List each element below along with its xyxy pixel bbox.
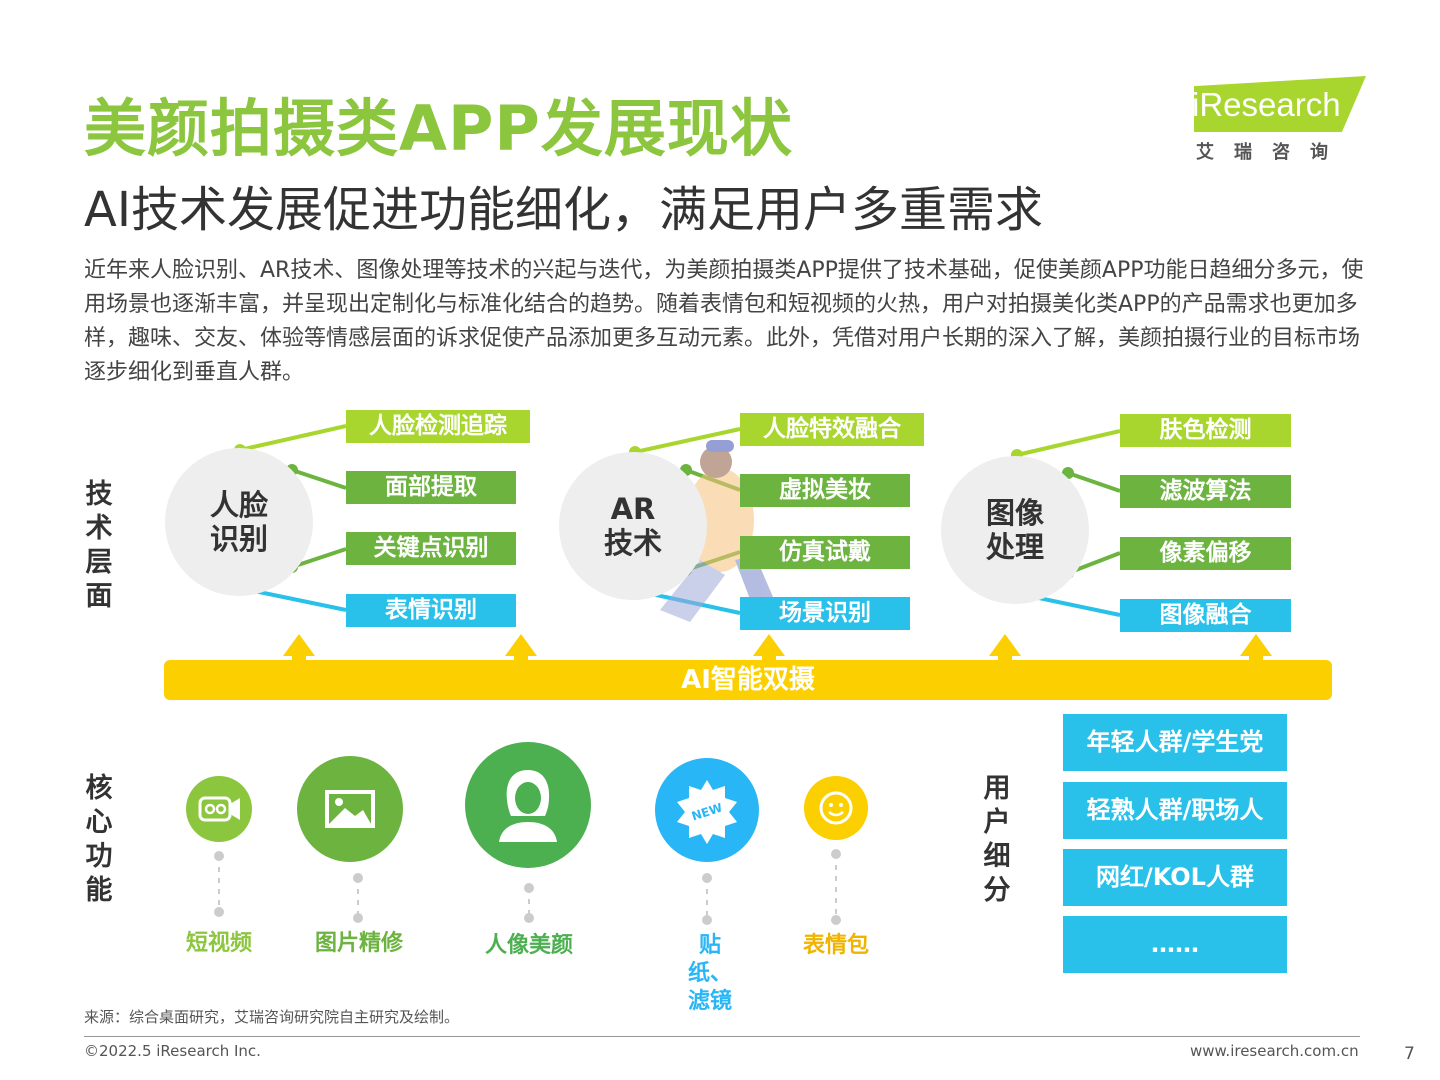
source-note: 来源：综合桌面研究，艾瑞咨询研究院自主研究及绘制。	[84, 1008, 460, 1026]
feature-label-short-video: 短视频	[185, 931, 252, 956]
portrait-icon	[465, 742, 591, 868]
tag-face-extraction: 面部提取	[346, 471, 516, 504]
tag-image-fusion: 图像融合	[1120, 599, 1291, 632]
user-segment-young: 年轻人群/学生党	[1063, 714, 1287, 771]
iresearch-logo: iResearch 艾瑞咨询	[1188, 76, 1368, 166]
page-title: 美颜拍摄类APP发展现状	[84, 92, 793, 165]
user-segment-professionals: 轻熟人群/职场人	[1063, 782, 1287, 839]
feature-label-emoji: 表情包	[802, 933, 869, 958]
feature-label-photo-retouch: 图片精修	[314, 931, 403, 956]
hub-image-processing-label: 图像处理	[985, 496, 1044, 564]
image-icon	[297, 756, 403, 862]
website-link[interactable]: www.iresearch.com.cn	[1190, 1042, 1359, 1060]
user-segment-more: ……	[1063, 916, 1287, 973]
tag-keypoint-recognition: 关键点识别	[346, 532, 516, 565]
logo-cn-text: 艾瑞咨询	[1196, 142, 1348, 163]
logo-background	[1194, 76, 1366, 132]
tag-skin-tone-detection: 肤色检测	[1120, 414, 1291, 447]
tag-scene-recognition: 场景识别	[740, 597, 910, 630]
copyright-text: ©2022.5 iResearch Inc.	[84, 1042, 261, 1060]
tag-face-detection-tracking: 人脸检测追踪	[346, 410, 530, 443]
footer-divider	[84, 1036, 1360, 1037]
emoji-icon	[804, 776, 868, 840]
hub-ar-tech-label: AR技术	[603, 492, 662, 560]
logo-text: iResearch	[1192, 86, 1341, 123]
page-number: 7	[1404, 1044, 1415, 1064]
feature-dotted-stems	[214, 849, 841, 925]
hub-image-processing: 图像处理	[941, 456, 1089, 604]
hub-ar-tech: AR技术	[559, 452, 707, 600]
hub-face-recognition-label: 人脸识别	[209, 488, 268, 556]
intro-paragraph: 近年来人脸识别、AR技术、图像处理等技术的兴起与迭代，为美颜拍摄类APP提供了技…	[84, 258, 1364, 385]
ai-dual-camera-bar: AI智能双摄	[164, 660, 1332, 700]
page-subtitle: AI技术发展促进功能细化，满足用户多重需求	[84, 182, 1043, 238]
tag-filter-algorithm: 滤波算法	[1120, 475, 1291, 508]
tag-pixel-shift: 像素偏移	[1120, 537, 1291, 570]
core-section-label: 核心功能	[85, 773, 113, 906]
tech-section-label: 技术层面	[85, 479, 113, 612]
user-section-label: 用户细分	[983, 773, 1011, 906]
new-badge-icon: NEW	[655, 758, 759, 862]
tag-expression-recognition: 表情识别	[346, 594, 516, 627]
video-camera-icon	[186, 776, 252, 842]
tag-virtual-makeup: 虚拟美妆	[740, 474, 910, 507]
hub-face-recognition: 人脸识别	[165, 448, 313, 596]
feature-label-portrait-beauty: 人像美颜	[484, 933, 573, 958]
feature-label-stickers-filters: 贴纸、滤镜	[687, 933, 732, 1014]
tag-simulated-try-on: 仿真试戴	[740, 536, 910, 569]
tag-face-effect-fusion: 人脸特效融合	[740, 413, 924, 446]
user-segment-influencers: 网红/KOL人群	[1063, 849, 1287, 906]
